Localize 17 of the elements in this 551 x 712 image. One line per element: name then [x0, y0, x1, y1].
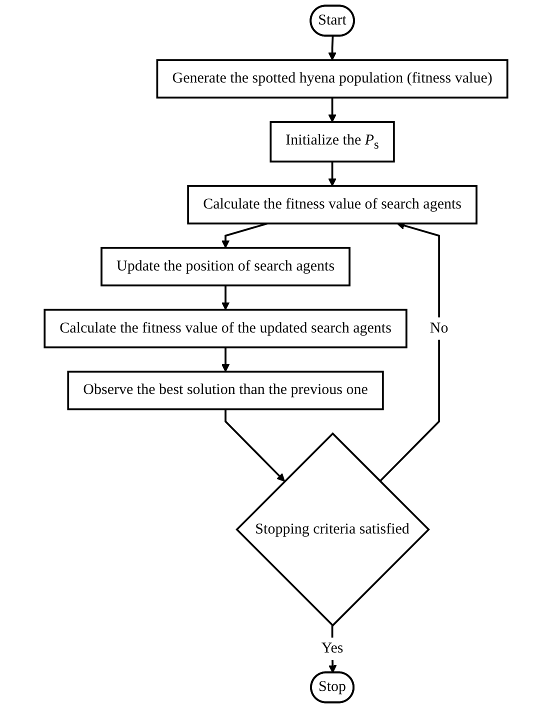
arrow	[378, 222, 440, 482]
arrow	[224, 409, 285, 482]
edge-label: No	[429, 320, 448, 336]
arrow	[220, 347, 230, 372]
node-box: Calculate the fitness value of search agents	[186, 185, 477, 224]
edge-label: Yes	[320, 640, 343, 656]
arrow	[328, 98, 336, 122]
arrow	[220, 222, 268, 248]
node-box: Generate the spotted hyena population (fitness value)	[156, 59, 508, 99]
node-box: Calculate the fitness value of the updated search agents	[43, 308, 407, 348]
node-box: Update the position of search agents	[100, 246, 350, 286]
node-diamond: Stopping criteria satisfied	[235, 432, 430, 627]
arrow	[220, 285, 230, 310]
node-box: Observe the best solution than the previous one	[66, 370, 384, 410]
arrow	[328, 36, 336, 60]
arrow	[328, 162, 336, 186]
node-box: Initialize the P$_{s}$	[269, 121, 394, 162]
